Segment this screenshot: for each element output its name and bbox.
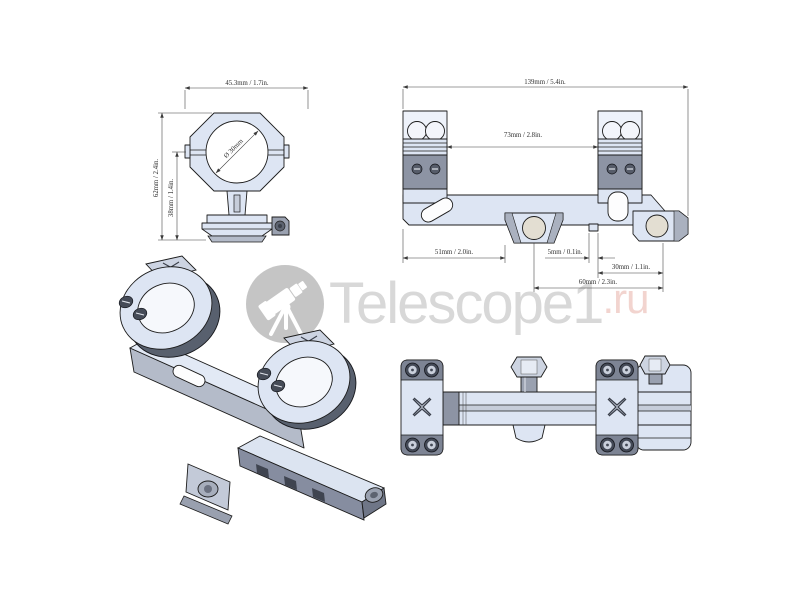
dim-overall-height-label: 62mm / 2.4in. (153, 159, 160, 197)
mount-body-top (400, 355, 692, 456)
clamp-nut (271, 216, 290, 236)
watermark-badge (246, 265, 324, 343)
left-ring-3d (118, 255, 221, 358)
dim-right-section-label: 30mm / 1.1in. (612, 264, 650, 271)
right-ring-3d (256, 329, 357, 430)
center-crossbolt-clamp (504, 212, 564, 244)
dim-left-section-label: 51mm / 2.0in. (435, 249, 473, 256)
left-ring-tower (402, 110, 448, 190)
rail-base-3d (236, 435, 387, 521)
x-ornament (412, 397, 432, 417)
beam-slot (172, 364, 206, 388)
center-clamp-3d (179, 463, 233, 525)
isometric-view (118, 255, 387, 525)
base-plate (206, 214, 268, 224)
right-ring-clamp-top (595, 359, 639, 456)
front-view: 45.3mm / 1.7in. 62mm / 2.4in. 38mm / 1.4… (153, 80, 309, 243)
dim-recoil-lug-label: 5mm / 0.1in. (548, 249, 583, 256)
x-ornament (607, 397, 627, 417)
dim-clamp-span-label: 60mm / 2.3in. (579, 279, 617, 286)
scope-ring-front (184, 112, 290, 243)
recoil-lug (588, 223, 599, 232)
center-clamp-nut (510, 356, 548, 443)
mount-3d (118, 255, 387, 525)
watermark-tld: .ru (602, 275, 649, 322)
dim-lower-height-label: 38mm / 1.4in. (168, 179, 175, 217)
center-clamp-plate (512, 424, 546, 443)
rail-clamp (201, 222, 273, 237)
dim-width-label: 45.3mm / 1.7in. (225, 80, 269, 87)
watermark-brand-text: Telescope1 (329, 271, 604, 336)
watermark-brand: Telescope1.ru (329, 275, 649, 333)
left-ring-clamp-top (400, 359, 444, 456)
telescope-icon (258, 281, 307, 336)
right-ring-tower (597, 110, 643, 190)
right-clamp-nut (639, 355, 671, 385)
side-dimensions: 139mm / 5.4in. 73mm / 2.8in. 51mm / 2.0i… (402, 79, 689, 292)
side-view: 139mm / 5.4in. 73mm / 2.8in. 51mm / 2.0i… (402, 79, 689, 292)
dim-ring-spacing-label: 73mm / 2.8in. (504, 132, 542, 139)
watermark: Telescope1.ru (246, 265, 649, 343)
lightening-slot-left (420, 197, 454, 223)
dim-overall-length-label: 139mm / 5.4in. (524, 79, 566, 86)
mount-body-side (402, 110, 689, 244)
right-crossbolt-clamp (632, 210, 689, 242)
lightening-slot-right (607, 191, 629, 222)
top-view (400, 355, 692, 456)
